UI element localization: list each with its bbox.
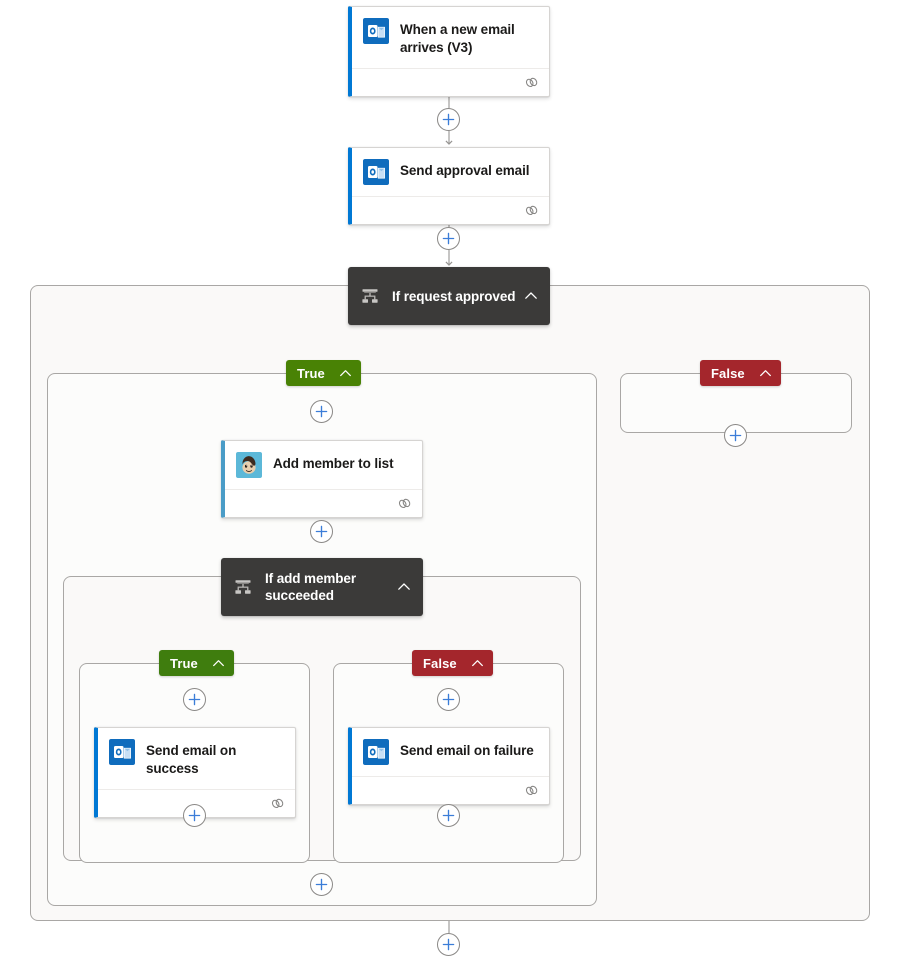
connection-link-icon[interactable] xyxy=(397,496,412,511)
add-step-true-branch-top[interactable] xyxy=(310,400,333,423)
chevron-up-icon[interactable] xyxy=(759,367,772,380)
action-card-trigger[interactable]: When a new email arrives (V3) xyxy=(348,6,550,97)
add-step-inner-false-bottom[interactable] xyxy=(437,804,460,827)
condition-branch-icon xyxy=(235,580,251,594)
branch-label: False xyxy=(711,365,745,381)
branch-label: True xyxy=(297,365,325,381)
plus-icon xyxy=(442,693,455,706)
card-header: When a new email arrives (V3) xyxy=(352,7,549,68)
branch-label: False xyxy=(423,655,457,671)
card-title: Send email on success xyxy=(146,743,237,776)
card-header: Send approval email xyxy=(352,148,549,196)
card-title: Add member to list xyxy=(273,456,394,471)
plus-icon xyxy=(188,809,201,822)
card-title: When a new email arrives (V3) xyxy=(400,22,515,55)
add-step-inner-true-top[interactable] xyxy=(183,688,206,711)
connection-link-icon[interactable] xyxy=(524,203,539,218)
card-header: Send email on failure xyxy=(352,728,549,776)
chevron-up-icon[interactable] xyxy=(524,289,538,303)
card-header: Add member to list xyxy=(225,441,422,489)
chevron-up-icon[interactable] xyxy=(397,580,411,594)
chevron-up-icon[interactable] xyxy=(212,657,225,670)
add-step-end-of-flow[interactable] xyxy=(437,933,460,956)
action-card-add-member-to-list[interactable]: Add member to list xyxy=(221,440,423,518)
add-step-inner-false-top[interactable] xyxy=(437,688,460,711)
add-step-false-branch[interactable] xyxy=(724,424,747,447)
branch-badge-false-inner[interactable]: False xyxy=(412,650,493,676)
card-title: Send email on failure xyxy=(400,743,534,758)
outlook-icon xyxy=(363,159,389,185)
plus-icon xyxy=(188,693,201,706)
plus-icon xyxy=(442,938,455,951)
card-footer xyxy=(98,789,295,817)
plus-icon xyxy=(442,232,455,245)
connection-link-icon[interactable] xyxy=(524,75,539,90)
branch-badge-true-inner[interactable]: True xyxy=(159,650,234,676)
outlook-icon xyxy=(363,18,389,44)
add-step-after-add-member[interactable] xyxy=(310,520,333,543)
add-step-inner-true-bottom[interactable] xyxy=(183,804,206,827)
chevron-up-icon[interactable] xyxy=(471,657,484,670)
plus-icon xyxy=(315,525,328,538)
outlook-icon xyxy=(109,739,135,765)
plus-icon xyxy=(729,429,742,442)
branch-label: True xyxy=(170,655,198,671)
add-step-after-trigger[interactable] xyxy=(437,108,460,131)
card-footer xyxy=(352,776,549,804)
card-header: Send email on success xyxy=(98,728,295,789)
action-card-send-email-on-failure[interactable]: Send email on failure xyxy=(348,727,550,805)
condition-card-if-request-approved[interactable]: If request approved xyxy=(348,267,550,325)
connection-link-icon[interactable] xyxy=(524,783,539,798)
chevron-up-icon[interactable] xyxy=(339,367,352,380)
add-step-true-branch-bottom[interactable] xyxy=(310,873,333,896)
condition-branch-icon xyxy=(362,289,378,303)
mailchimp-icon xyxy=(236,452,262,478)
plus-icon xyxy=(442,113,455,126)
card-footer xyxy=(352,68,549,96)
card-title: Send approval email xyxy=(400,163,530,178)
connection-link-icon[interactable] xyxy=(270,796,285,811)
condition-title: If request approved xyxy=(392,288,516,304)
plus-icon xyxy=(315,878,328,891)
plus-icon xyxy=(315,405,328,418)
condition-card-if-add-member-succeeded[interactable]: If add member succeeded xyxy=(221,558,423,616)
condition-title: If add member succeeded xyxy=(265,571,356,603)
plus-icon xyxy=(442,809,455,822)
branch-badge-false-outer[interactable]: False xyxy=(700,360,781,386)
card-footer xyxy=(225,489,422,517)
add-step-after-send-approval[interactable] xyxy=(437,227,460,250)
branch-badge-true-outer[interactable]: True xyxy=(286,360,361,386)
outlook-icon xyxy=(363,739,389,765)
card-footer xyxy=(352,196,549,224)
action-card-send-approval-email[interactable]: Send approval email xyxy=(348,147,550,225)
